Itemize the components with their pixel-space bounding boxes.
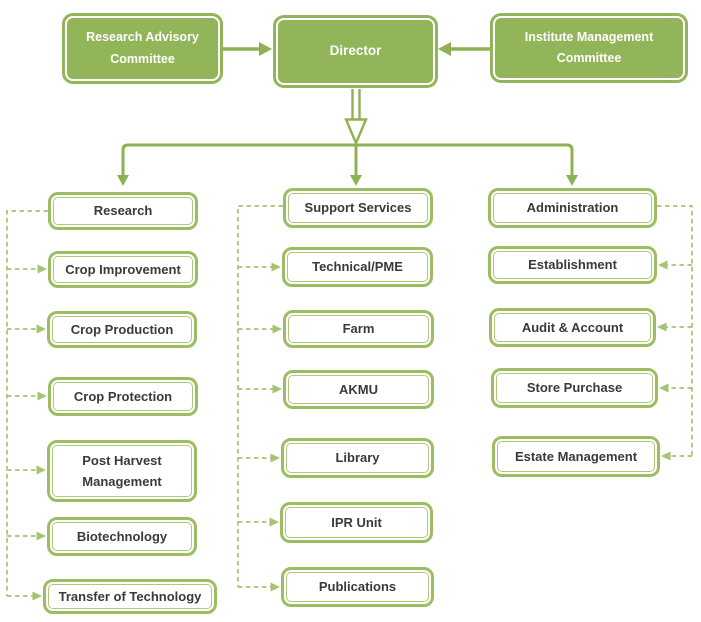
node-label: Technical/PME [287,252,428,282]
node-publications: Publications [281,567,434,607]
dashed-arrowhead-icon [658,260,668,270]
dashed-arrowhead-icon [272,384,282,394]
node-audit-account: Audit & Account [489,308,656,347]
arrowhead-right-icon [259,42,272,56]
node-store-purchase: Store Purchase [491,368,658,408]
node-label: Publications [286,572,429,602]
node-crop-protection: Crop Protection [48,377,198,416]
node-label: Administration [493,193,652,223]
dashed-arrowhead-icon [37,391,47,401]
node-label: Research [53,197,193,225]
arrowhead-left-icon [438,42,451,56]
node-establishment: Establishment [488,246,657,284]
dashed-arrowhead-icon [269,517,279,527]
node-label: Support Services [288,193,428,223]
node-support-services: Support Services [283,188,433,228]
node-post-harvest-management: Post Harvest Management [47,440,197,502]
node-transfer-of-technology: Transfer of Technology [43,579,217,614]
node-library: Library [281,438,434,478]
dashed-arrowhead-icon [36,465,46,475]
node-crop-improvement: Crop Improvement [48,251,198,288]
node-label: Library [286,443,429,473]
dashed-connectors-administration [657,205,693,461]
node-research: Research [48,192,198,230]
node-biotechnology: Biotechnology [47,517,197,556]
arrowhead-down-icon [117,175,129,186]
node-crop-production: Crop Production [47,311,197,348]
dashed-arrowhead-icon [657,322,667,332]
arrowhead-down-icon [350,175,362,186]
arrowhead-down-icon [566,175,578,186]
node-akmu: AKMU [283,370,434,409]
dashed-arrowhead-icon [270,582,280,592]
node-director: Director [273,15,438,88]
connector-imc-to-director [438,42,490,56]
dashed-arrowhead-icon [32,591,42,601]
connector-director-down [344,89,368,147]
node-label: Crop Protection [53,382,193,411]
node-label: Establishment [493,251,652,279]
dashed-arrowhead-icon [661,451,671,461]
node-ipr-unit: IPR Unit [280,502,433,543]
dashed-arrowhead-icon [270,453,280,463]
node-label: Research Advisory Committee [65,16,220,81]
node-label: Crop Improvement [53,256,193,283]
node-technical-pme: Technical/PME [282,247,433,287]
dashed-arrowhead-icon [36,324,46,334]
dashed-arrowhead-icon [36,531,46,541]
hollow-arrowhead-down-icon [344,118,368,147]
node-label: Estate Management [497,441,655,472]
node-label: AKMU [288,375,429,404]
node-label: Crop Production [52,316,192,343]
dashed-arrowhead-icon [37,264,47,274]
node-farm: Farm [283,310,434,348]
node-label: Audit & Account [494,313,651,342]
node-estate-management: Estate Management [492,436,660,477]
node-label: IPR Unit [285,507,428,538]
node-label: Post Harvest Management [52,445,192,497]
node-label: Institute Management Committee [493,16,685,80]
dashed-arrowhead-icon [272,324,282,334]
node-label: Director [276,18,435,85]
node-label: Store Purchase [496,373,653,403]
node-institute-management-committee: Institute Management Committee [490,13,688,83]
dashed-connectors-support-services [237,205,283,592]
node-label: Biotechnology [52,522,192,551]
node-label: Farm [288,315,429,343]
node-research-advisory-committee: Research Advisory Committee [62,13,223,84]
node-administration: Administration [488,188,657,228]
dashed-connectors-research [6,210,48,601]
dashed-arrowhead-icon [659,383,669,393]
connector-branch-distribution [117,143,578,186]
connector-rac-to-director [223,42,272,56]
node-label: Transfer of Technology [48,584,212,609]
dashed-arrowhead-icon [271,262,281,272]
